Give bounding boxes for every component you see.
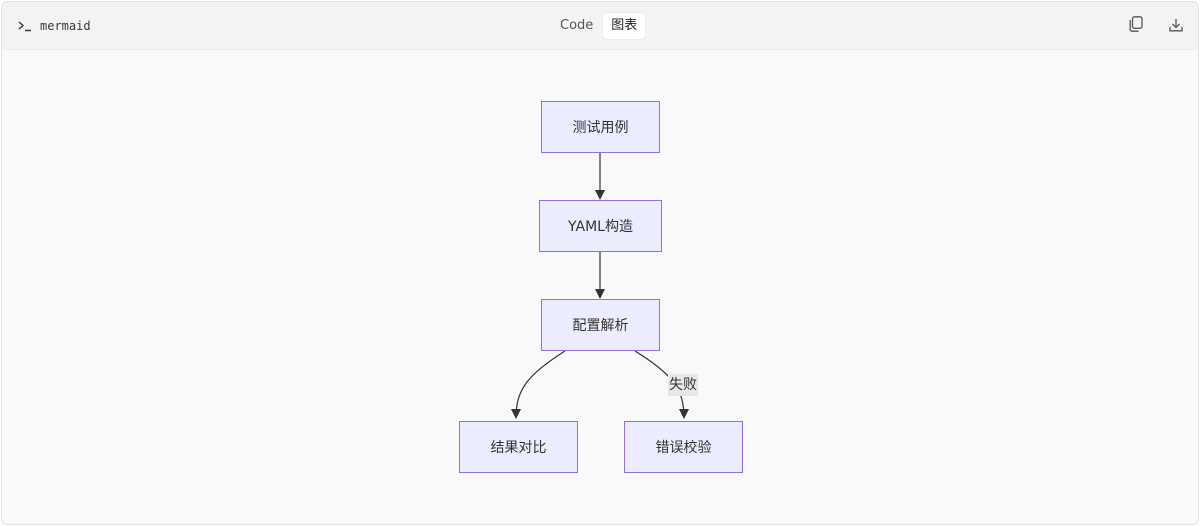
language-label: mermaid [40,19,91,33]
node-test-case: 测试用例 [541,101,660,153]
terminal-prompt-icon [18,20,32,32]
tab-code[interactable]: Code [560,18,594,33]
node-error-check: 错误校验 [624,421,743,473]
edge-label-failure: 失败 [668,374,698,396]
node-result-compare: 结果对比 [459,421,578,473]
view-tabs: Code 图表 [552,13,646,39]
toolbar-actions [1126,16,1186,36]
node-yaml-build: YAML构造 [539,200,662,252]
diagram-canvas: 测试用例 YAML构造 配置解析 结果对比 错误校验 失败 [2,50,1198,524]
tab-diagram[interactable]: 图表 [603,13,646,39]
language-indicator: mermaid [18,16,91,36]
edge-config-to-result [511,350,566,419]
code-block-toolbar: mermaid Code 图表 [2,2,1198,50]
download-icon [1169,17,1183,36]
copy-icon [1129,16,1143,36]
download-button[interactable] [1166,16,1186,36]
copy-button[interactable] [1126,16,1146,36]
node-config-parse: 配置解析 [541,299,660,351]
